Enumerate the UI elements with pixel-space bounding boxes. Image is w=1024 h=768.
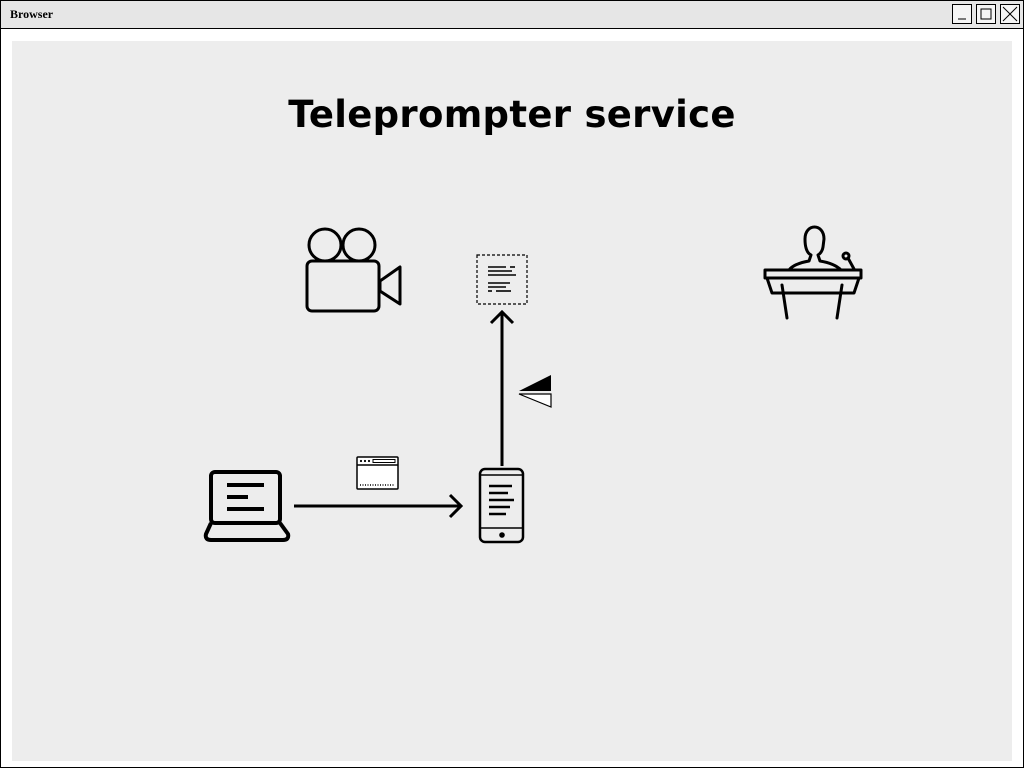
minimize-icon — [958, 18, 966, 20]
streaming-flag-icon — [518, 375, 552, 408]
arrow-laptop-to-tablet — [294, 493, 464, 519]
speaker-podium-icon — [763, 225, 863, 320]
minimize-button[interactable] — [952, 4, 972, 24]
diagram-canvas: Teleprompter service — [12, 41, 1012, 761]
arrow-tablet-to-script — [489, 309, 515, 466]
page-title: Teleprompter service — [288, 93, 736, 136]
maximize-button[interactable] — [976, 4, 996, 24]
close-icon — [1002, 6, 1018, 22]
web-browser-window-icon — [356, 456, 399, 490]
diagram — [203, 225, 863, 544]
maximize-icon — [980, 8, 992, 20]
window-title: Browser — [10, 7, 54, 21]
tablet-device-icon — [478, 467, 525, 544]
laptop-icon — [203, 470, 291, 542]
title-bar: Browser — [1, 1, 1023, 29]
video-camera-icon — [305, 227, 402, 313]
close-button[interactable] — [1000, 4, 1020, 24]
script-document-icon — [476, 254, 528, 305]
